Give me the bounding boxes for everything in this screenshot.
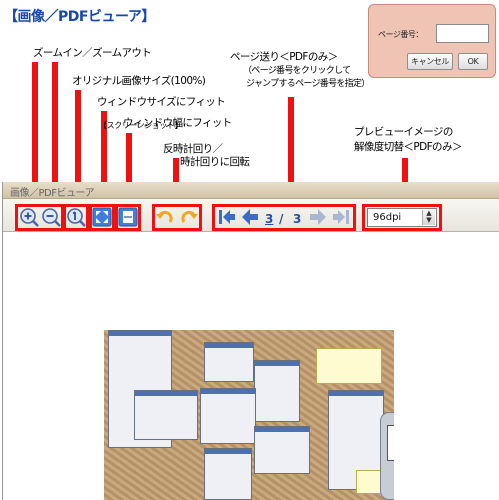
total-pages: 3	[293, 212, 302, 226]
original-size-icon	[67, 208, 86, 227]
callout-arrow	[119, 133, 139, 195]
first-page-icon	[219, 210, 235, 224]
callout-arrow	[45, 62, 65, 195]
phone-screen	[387, 425, 394, 461]
resolution-select[interactable]: 96dpi ▲▼	[367, 208, 437, 227]
prev-page-button[interactable]	[240, 207, 260, 227]
callout-fit-width: ウィンドウ幅にフィット	[123, 117, 232, 129]
next-page-button[interactable]	[308, 207, 328, 227]
ok-button[interactable]: OK	[458, 53, 488, 70]
embedded-screenshot	[104, 330, 394, 500]
zoom-out-button[interactable]	[41, 207, 61, 227]
cancel-button[interactable]: キャンセル	[407, 53, 453, 70]
original-size-button[interactable]	[66, 207, 86, 227]
highlight-fit-window	[89, 204, 115, 231]
screenshot-window	[254, 360, 300, 422]
phone-illustration	[380, 412, 394, 500]
callout-page-nav-line1: ページ送り＜PDFのみ＞	[230, 51, 338, 63]
zoom-in-icon	[20, 208, 39, 227]
screenshot-window	[200, 388, 256, 444]
highlight-resolution	[362, 204, 442, 231]
callout-page-nav-line2: （ページ番号をクリックして	[243, 66, 351, 76]
highlight-zoom-group	[15, 204, 64, 231]
viewer-toolbar: 3 / 3 96dpi ▲▼	[3, 199, 499, 232]
current-page-number[interactable]: 3	[265, 212, 274, 226]
resolution-selected: 96dpi	[373, 212, 402, 223]
highlight-fit-width	[115, 204, 141, 231]
screenshot-note	[316, 348, 382, 384]
last-page-button[interactable]	[331, 207, 351, 227]
rotate-ccw-button[interactable]	[155, 207, 175, 227]
screenshot-window	[204, 448, 252, 500]
screenshot-window	[204, 342, 254, 382]
callout-preview-line2: 解像度切替＜PDFのみ＞	[354, 141, 462, 153]
page-number-label: ページ番号：	[378, 30, 423, 39]
last-page-icon	[333, 210, 349, 224]
callout-arrow	[166, 158, 186, 195]
screenshot-window	[254, 426, 310, 474]
callout-arrow	[281, 97, 301, 195]
callout-original-size: オリジナル画像サイズ(100%)	[72, 75, 206, 87]
first-page-button[interactable]	[217, 207, 237, 227]
page-separator: /	[279, 212, 284, 226]
rotate-cw-button[interactable]	[179, 207, 199, 227]
callout-rotate-line2: 時計回りに回転	[180, 156, 250, 168]
page-title: 【画像／PDFビューア】	[4, 9, 155, 25]
highlight-original-size	[63, 204, 89, 231]
zoom-out-icon	[42, 208, 61, 227]
fit-window-button[interactable]	[92, 207, 112, 227]
rotate-cw-icon	[181, 210, 198, 223]
fit-width-button[interactable]	[118, 207, 138, 227]
screenshot-window	[134, 390, 198, 440]
callout-fit-window: ウィンドウサイズにフィット	[97, 96, 226, 108]
callout-arrow	[68, 90, 88, 195]
zoom-in-button[interactable]	[19, 207, 39, 227]
viewer-title: 画像／PDFビューア	[10, 188, 95, 199]
next-page-icon	[310, 209, 326, 225]
fit-width-icon	[118, 207, 138, 227]
callout-preview-line1: プレビューイメージの	[354, 126, 453, 138]
highlight-page-nav	[212, 204, 356, 231]
viewer-titlebar: 画像／PDFビューア	[3, 182, 499, 199]
fit-window-icon	[92, 207, 112, 227]
prev-page-icon	[242, 209, 258, 225]
callout-zoom: ズームイン／ズームアウト	[33, 47, 152, 59]
highlight-rotate-group	[152, 204, 202, 231]
callout-arrow	[25, 62, 45, 195]
callout-arrow	[395, 158, 415, 195]
callout-rotate-line1: 反時計回り／	[163, 143, 223, 155]
callout-page-nav-line3: ジャンプするページ番号を指定）	[246, 79, 370, 89]
document-heading: 【スクリーンショット】	[99, 121, 183, 130]
spinner-arrows-icon: ▲▼	[422, 210, 435, 225]
page-number-input[interactable]	[436, 24, 489, 43]
rotate-ccw-icon	[156, 210, 173, 223]
page-number-dialog: ページ番号： キャンセル OK	[368, 4, 496, 78]
